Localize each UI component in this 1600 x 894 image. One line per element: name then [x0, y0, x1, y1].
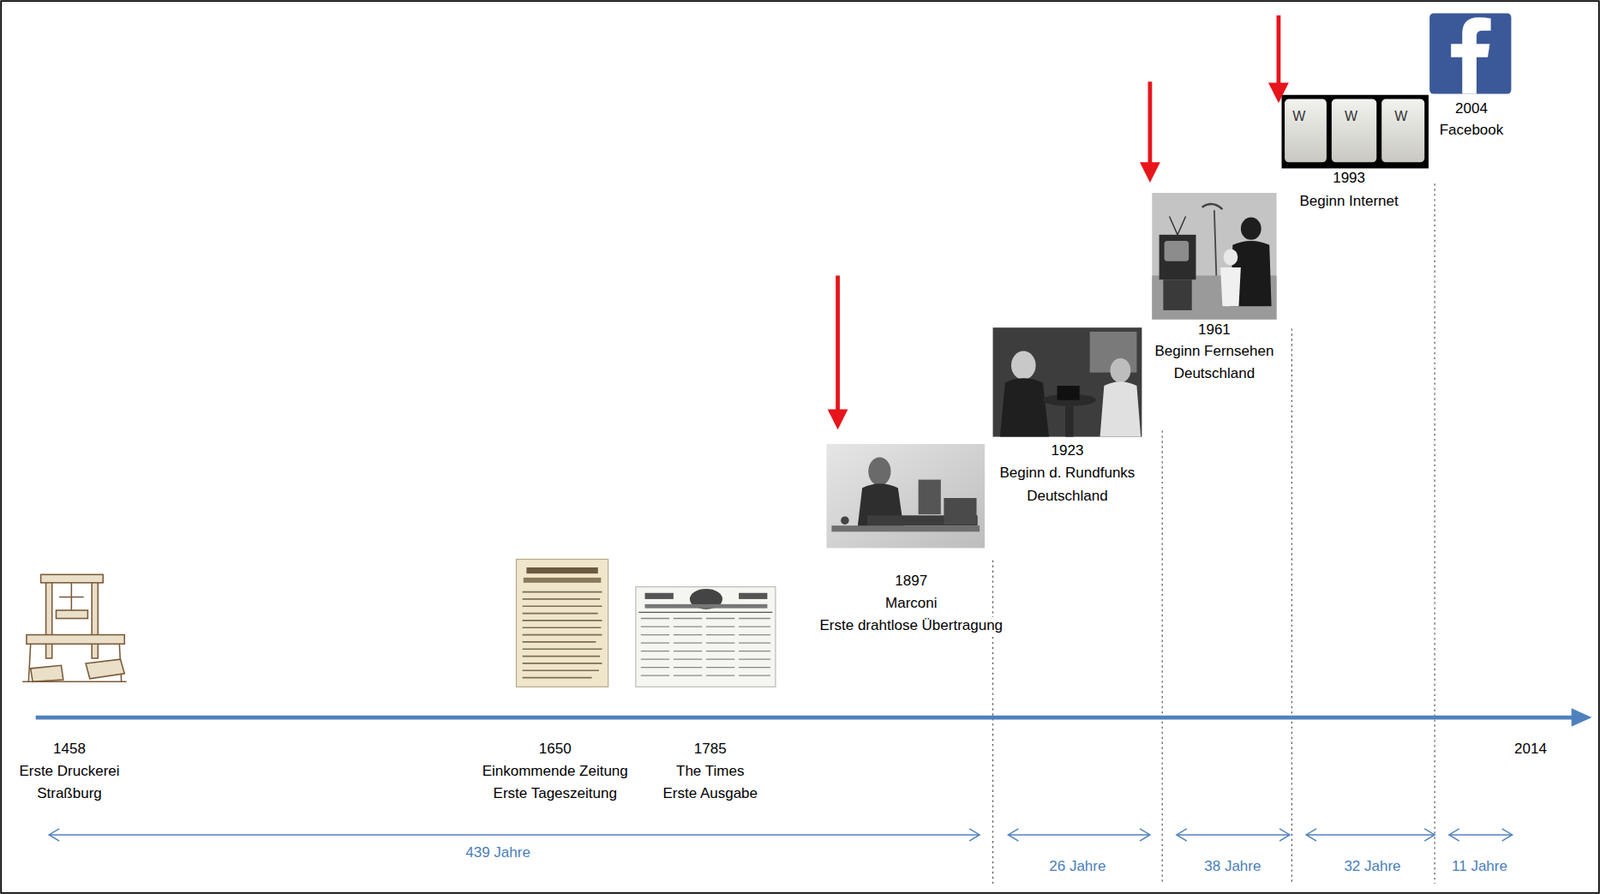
- year-label: 1650: [537, 740, 574, 758]
- www-keys-picture: [1282, 95, 1429, 169]
- event-label: Straßburg: [35, 785, 104, 803]
- event-label: Beginn Fernsehen: [1152, 342, 1276, 360]
- year-label: 1923: [1049, 442, 1086, 460]
- time-axis: [35, 707, 1593, 726]
- year-label: 1458: [51, 740, 88, 758]
- year-label: 1785: [692, 740, 729, 758]
- year-label: 1897: [892, 572, 929, 590]
- event-label: Erste Ausgabe: [660, 785, 760, 803]
- key-letter: W: [1392, 107, 1409, 126]
- event-label: Beginn d. Rundfunks: [998, 464, 1138, 482]
- duration-arrows: [48, 828, 1512, 841]
- newspaper-picture: [515, 558, 608, 687]
- duration-label: 38 Jahre: [1202, 857, 1263, 875]
- year-label: 1961: [1196, 321, 1233, 339]
- printing-press-picture: [22, 574, 126, 682]
- dotted-separators: [993, 183, 1436, 884]
- duration-label: 439 Jahre: [463, 844, 533, 862]
- event-label: Deutschland: [1024, 487, 1110, 505]
- duration-label: 26 Jahre: [1047, 857, 1108, 875]
- event-label: Erste Druckerei: [17, 762, 121, 780]
- key-letter: W: [1342, 107, 1360, 126]
- key-letter: W: [1290, 107, 1307, 126]
- event-label: Beginn Internet: [1297, 192, 1400, 210]
- newspaper-picture: [635, 587, 776, 688]
- television-family-photo: [1151, 192, 1277, 320]
- marconi-photo: [826, 443, 985, 548]
- event-label: Erste Tageszeitung: [491, 785, 619, 803]
- event-label: Erste drahtlose Übertragung: [818, 617, 1006, 635]
- year-label: 1993: [1330, 169, 1367, 187]
- event-label: Facebook: [1438, 121, 1506, 139]
- radio-family-photo: [993, 327, 1143, 437]
- duration-label: 11 Jahre: [1450, 857, 1510, 875]
- event-label: The Times: [674, 762, 746, 780]
- red-pointer-arrows: [827, 15, 1289, 430]
- year-label: 2004: [1453, 100, 1490, 118]
- duration-label: 32 Jahre: [1342, 857, 1403, 875]
- facebook-logo: [1429, 12, 1511, 94]
- year-label: 2014: [1512, 740, 1549, 758]
- event-label: Deutschland: [1172, 365, 1258, 383]
- event-label: Marconi: [883, 594, 939, 612]
- event-label: Einkommende Zeitung: [480, 762, 630, 780]
